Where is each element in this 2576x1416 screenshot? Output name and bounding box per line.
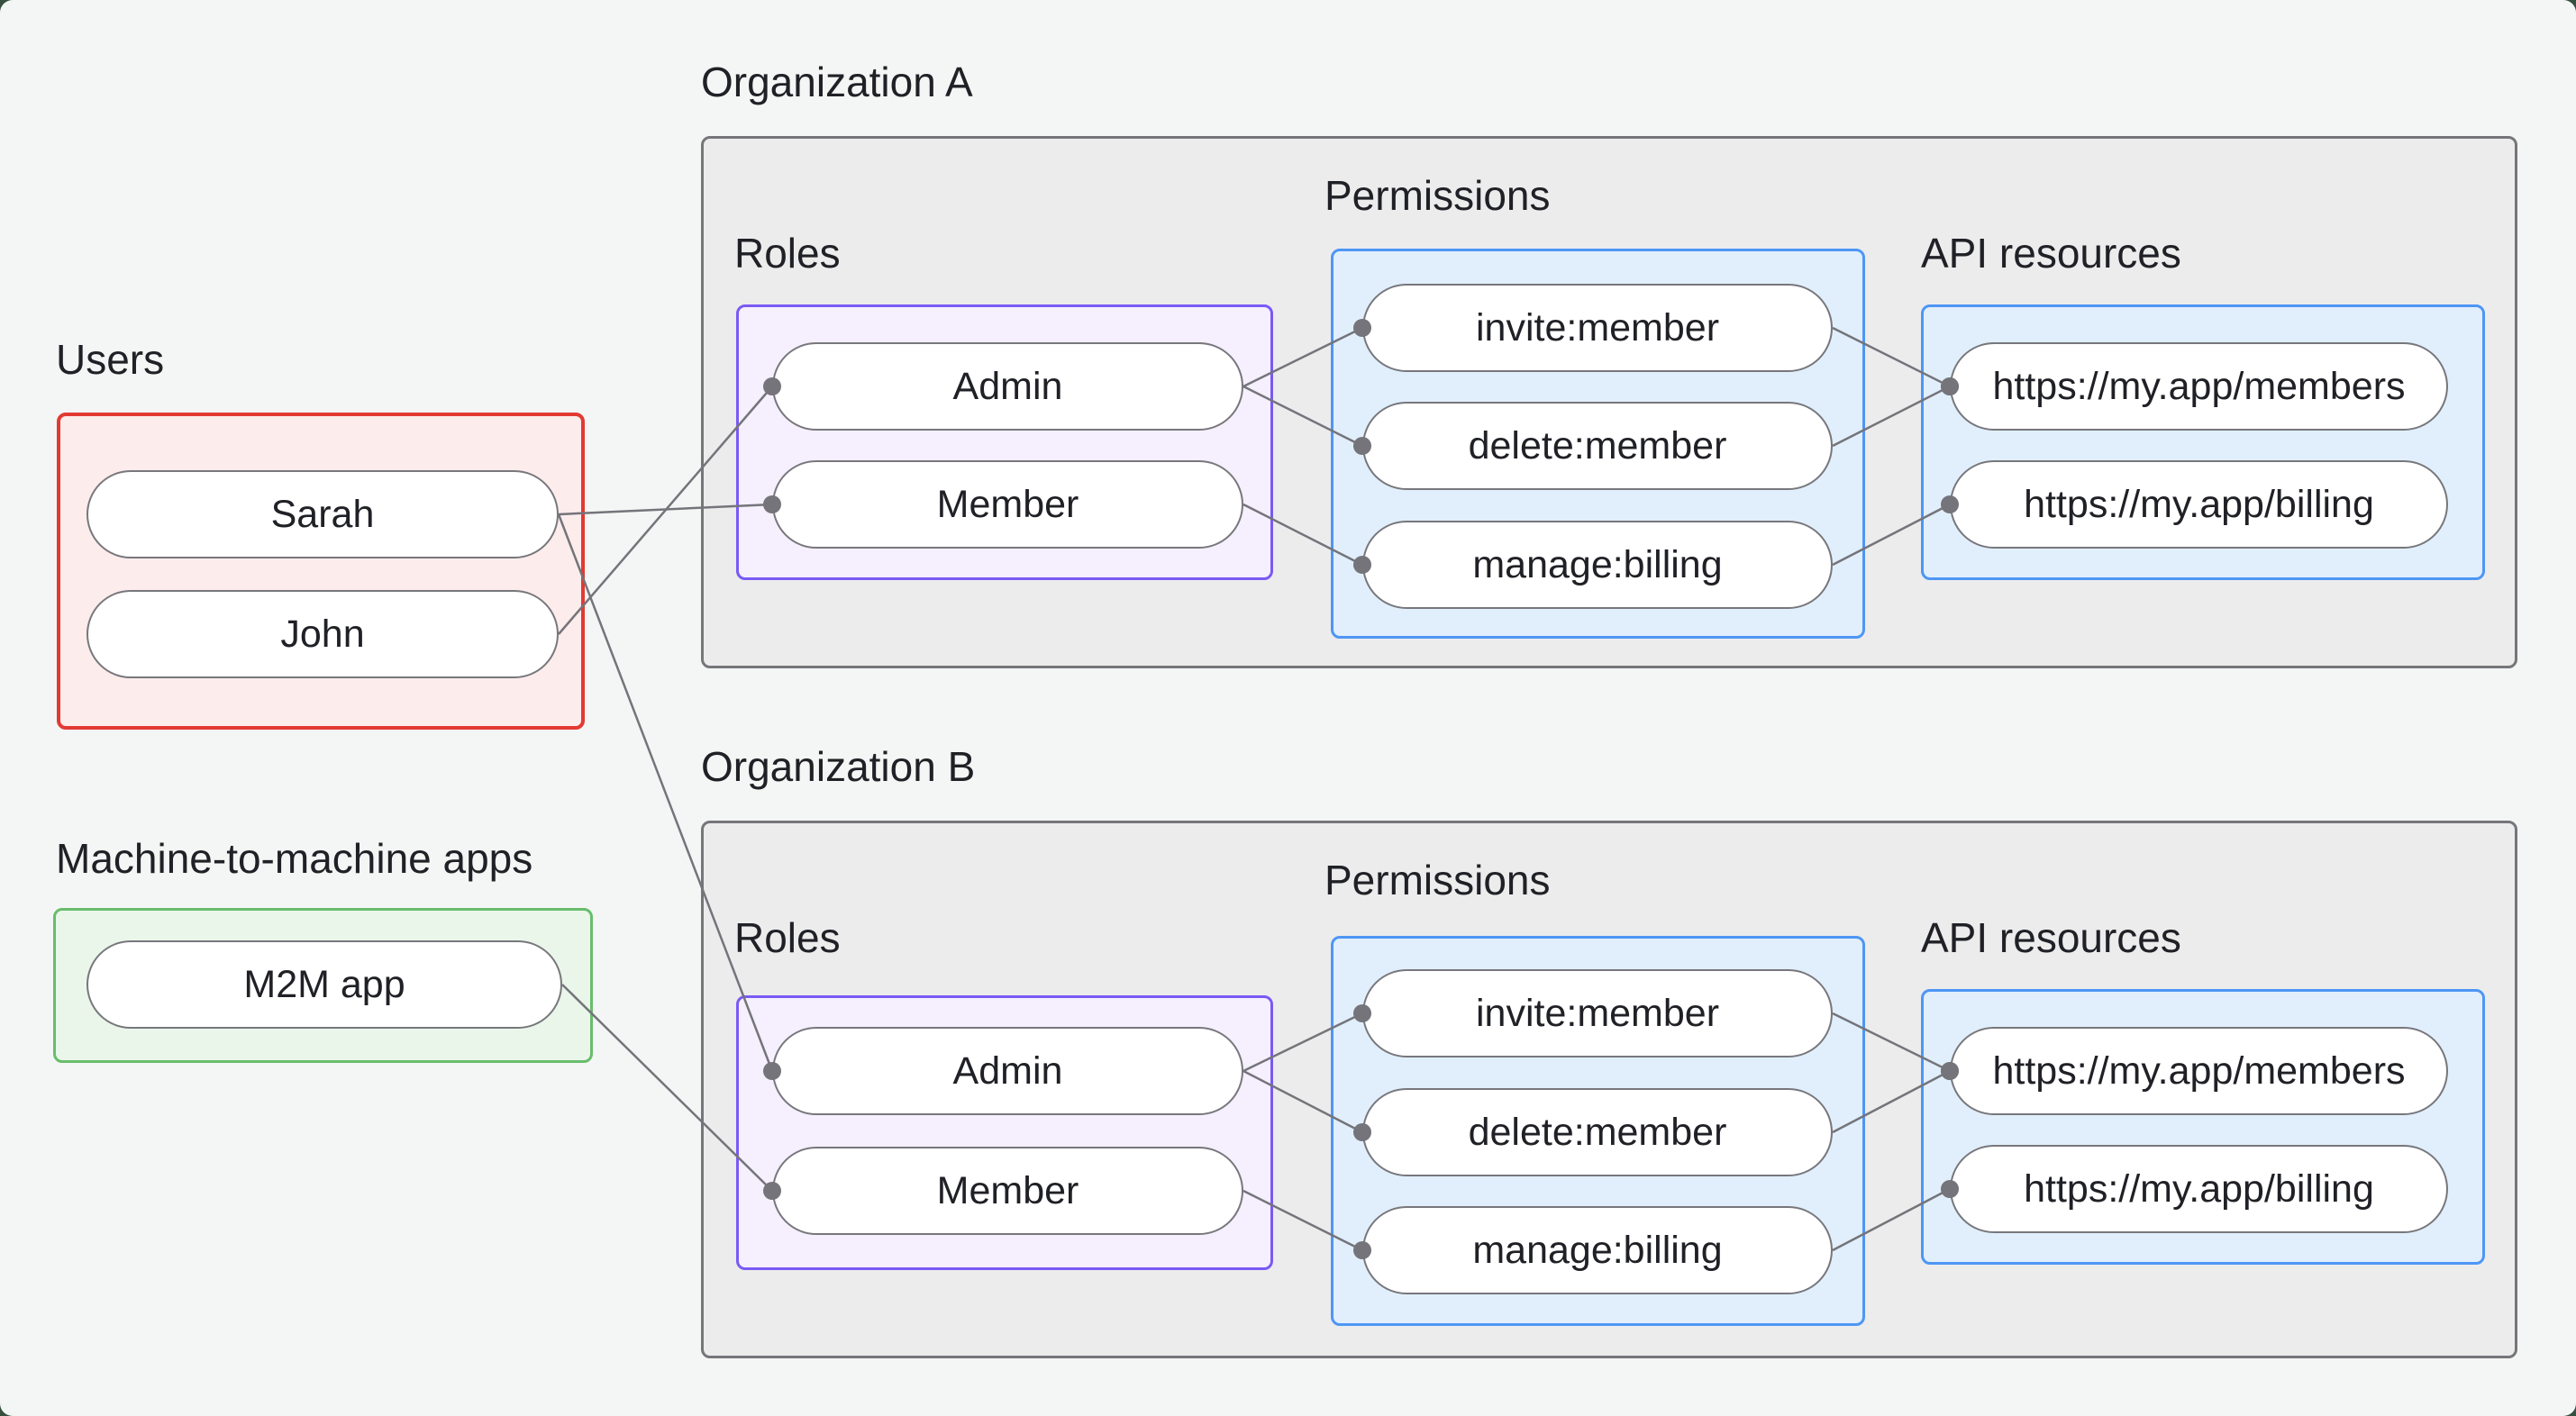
org-b-permissions-label: Permissions xyxy=(1324,857,1551,903)
node-m2m-app: M2M app xyxy=(86,940,562,1029)
node-org-a-manage-billing: manage:billing xyxy=(1362,521,1833,609)
org-b-roles-label: Roles xyxy=(734,914,841,961)
node-org-b-invite-member: invite:member xyxy=(1362,969,1833,1057)
node-org-b-manage-billing: manage:billing xyxy=(1362,1206,1833,1294)
node-org-b-admin: Admin xyxy=(772,1027,1243,1115)
org-a-label: Organization A xyxy=(701,59,973,105)
node-org-a-delete-member: delete:member xyxy=(1362,402,1833,490)
node-org-b-member: Member xyxy=(772,1147,1243,1235)
node-org-a-billing-api: https://my.app/billing xyxy=(1950,460,2448,549)
org-b-api-label: API resources xyxy=(1921,914,2181,961)
node-org-a-admin: Admin xyxy=(772,342,1243,431)
org-a-api-label: API resources xyxy=(1921,230,2181,277)
org-a-roles-label: Roles xyxy=(734,230,841,277)
node-user-sarah: Sarah xyxy=(86,470,559,558)
users-group-label: Users xyxy=(56,336,165,383)
node-org-a-member: Member xyxy=(772,460,1243,549)
org-b-label: Organization B xyxy=(701,743,976,790)
m2m-group-label: Machine-to-machine apps xyxy=(56,835,533,882)
node-org-a-members-api: https://my.app/members xyxy=(1950,342,2448,431)
node-org-b-members-api: https://my.app/members xyxy=(1950,1027,2448,1115)
users-group-box xyxy=(57,413,585,730)
node-user-john: John xyxy=(86,590,559,678)
node-org-b-billing-api: https://my.app/billing xyxy=(1950,1145,2448,1233)
node-org-b-delete-member: delete:member xyxy=(1362,1088,1833,1176)
org-a-permissions-label: Permissions xyxy=(1324,172,1551,219)
node-org-a-invite-member: invite:member xyxy=(1362,284,1833,372)
